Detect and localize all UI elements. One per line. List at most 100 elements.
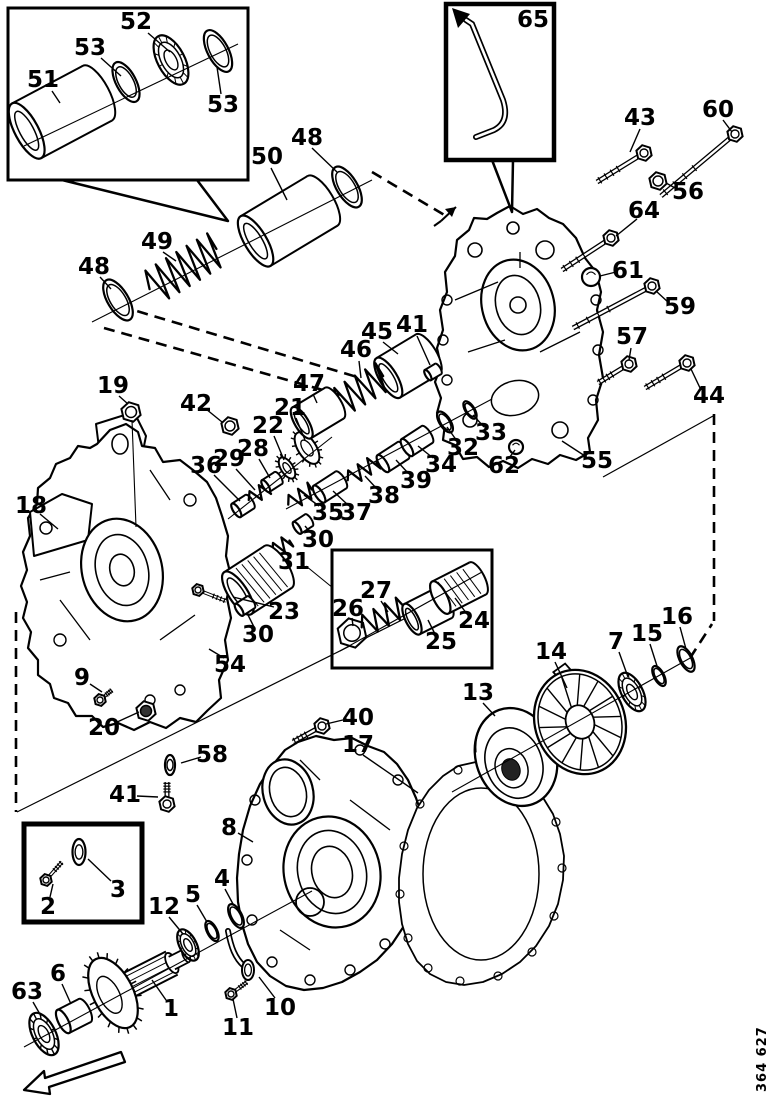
part-41b <box>158 782 176 813</box>
svg-text:41: 41 <box>396 312 428 338</box>
view-direction-arrow <box>22 1050 127 1096</box>
part-65 <box>452 8 509 140</box>
part-label-47: 47 <box>293 371 325 404</box>
housings <box>19 204 605 992</box>
part-label-36: 36 <box>190 453 241 502</box>
part-label-35: 35 <box>303 494 344 526</box>
svg-text:48: 48 <box>78 254 110 280</box>
part-62 <box>507 438 525 456</box>
part-label-13: 13 <box>462 680 496 717</box>
part-50 <box>236 174 342 268</box>
part-7 <box>617 671 647 713</box>
part-48 <box>102 278 134 322</box>
part-58 <box>163 753 177 777</box>
svg-text:57: 57 <box>616 324 648 350</box>
svg-text:18: 18 <box>15 493 47 519</box>
svg-text:42: 42 <box>180 391 212 417</box>
part-label-21: 21 <box>274 395 306 441</box>
part-label-64: 64 <box>615 198 660 237</box>
part-label-12: 12 <box>148 894 184 935</box>
part-label-57: 57 <box>616 324 648 361</box>
part-label-17: 17 <box>342 732 419 794</box>
svg-text:8: 8 <box>221 815 237 841</box>
svg-text:25: 25 <box>425 629 457 655</box>
part-label-56: 56 <box>665 179 704 205</box>
part-label-52: 52 <box>120 9 171 53</box>
part-label-48: 48 <box>78 254 112 290</box>
svg-text:54: 54 <box>214 652 246 678</box>
svg-text:51: 51 <box>27 67 59 93</box>
svg-text:13: 13 <box>462 680 494 706</box>
svg-text:49: 49 <box>141 229 173 255</box>
part-label-58: 58 <box>180 742 228 768</box>
part-label-49: 49 <box>141 229 177 262</box>
svg-text:3: 3 <box>110 877 126 903</box>
part-label-44: 44 <box>690 368 725 409</box>
doc-number: 364 627 <box>755 1026 770 1092</box>
part-23-stud <box>191 582 227 603</box>
part-53b <box>202 29 234 73</box>
inset-valve-group <box>330 548 494 670</box>
svg-text:20: 20 <box>88 715 120 741</box>
svg-text:19: 19 <box>97 373 129 399</box>
part-label-54: 54 <box>208 648 246 678</box>
part-label-19: 19 <box>97 373 129 405</box>
part-label-50: 50 <box>251 144 288 201</box>
svg-text:24: 24 <box>458 608 490 634</box>
svg-text:37: 37 <box>340 500 372 526</box>
part-label-30: 30 <box>242 612 274 648</box>
svg-text:38: 38 <box>368 483 400 509</box>
part-label-15: 15 <box>631 621 663 667</box>
part-label-45: 45 <box>361 319 399 355</box>
svg-text:31: 31 <box>278 549 310 575</box>
part-38 <box>346 456 382 482</box>
svg-text:14: 14 <box>535 639 567 665</box>
inset-oil-pipe <box>443 1 557 214</box>
part-label-29: 29 <box>213 446 256 491</box>
part-19 <box>120 401 142 423</box>
svg-text:60: 60 <box>702 97 734 123</box>
part-label-16: 16 <box>661 604 693 650</box>
part-label-33: 33 <box>472 414 507 446</box>
part-40 <box>291 717 331 745</box>
part-label-24: 24 <box>454 597 490 634</box>
part-34 <box>399 424 435 458</box>
part-61 <box>580 266 602 288</box>
part-32 <box>435 410 455 434</box>
part-56 <box>648 171 668 191</box>
part-label-65: 65 <box>517 7 549 33</box>
svg-text:9: 9 <box>74 665 90 691</box>
part-label-41: 41 <box>109 782 159 808</box>
part-label-22: 22 <box>252 413 285 461</box>
part-5 <box>204 919 220 943</box>
svg-text:26: 26 <box>332 596 364 622</box>
part-22 <box>274 453 300 483</box>
rear-housing <box>433 204 605 470</box>
svg-text:48: 48 <box>291 125 323 151</box>
svg-text:7: 7 <box>608 629 624 655</box>
part-2 <box>39 860 64 888</box>
part-label-40: 40 <box>325 705 374 731</box>
svg-text:30: 30 <box>302 527 334 553</box>
part-label-51: 51 <box>27 67 61 104</box>
svg-text:39: 39 <box>400 468 432 494</box>
part-49 <box>144 232 222 300</box>
part-29 <box>247 483 273 502</box>
part-label-3: 3 <box>87 858 126 903</box>
part-31 <box>271 536 295 554</box>
part-23-piston <box>220 544 295 616</box>
svg-text:23: 23 <box>268 599 300 625</box>
part-label-62: 62 <box>488 449 520 479</box>
svg-text:62: 62 <box>488 453 520 479</box>
part-53 <box>111 60 141 104</box>
part-label-34: 34 <box>417 445 457 478</box>
svg-text:56: 56 <box>672 179 704 205</box>
direction-arrows <box>22 206 457 1096</box>
part-label-48: 48 <box>291 125 338 173</box>
part-label-46: 46 <box>340 337 372 379</box>
svg-text:16: 16 <box>661 604 693 630</box>
front-cover <box>235 734 429 992</box>
